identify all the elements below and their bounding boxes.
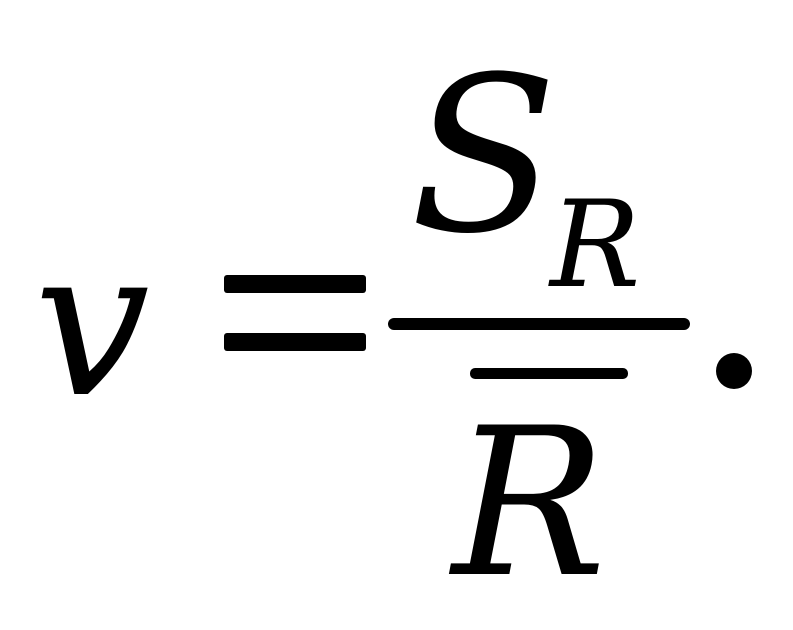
denominator-symbol: R [452,385,607,623]
numerator-symbol: S [410,30,558,281]
fraction-bar [388,318,690,330]
terminal-period [716,353,752,389]
denominator-overline [470,368,628,379]
numerator-subscript: R [550,176,641,315]
equals-bar-top [224,275,366,293]
lhs-variable-v: v [34,205,150,443]
equals-bar-bottom [224,333,366,351]
